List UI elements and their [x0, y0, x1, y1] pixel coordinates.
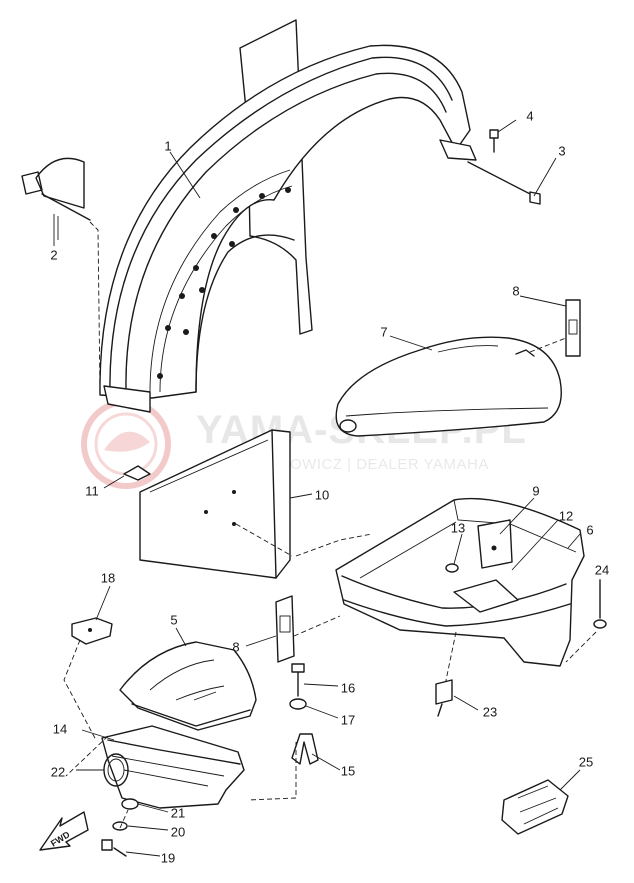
callout-23: 23: [482, 704, 498, 720]
callout-22: 22: [50, 764, 66, 780]
callout-17: 17: [340, 712, 356, 728]
callout-4: 4: [526, 108, 534, 124]
part-4-screw: [489, 119, 517, 153]
part-8-upper-clip: [529, 299, 581, 357]
part-7-side-cover: [335, 336, 562, 437]
callout-14: 14: [52, 721, 68, 737]
callout-13: 13: [450, 520, 466, 536]
part-6-battery-box: [295, 497, 597, 691]
part-1-rear-fender: [99, 19, 477, 413]
callout-25: 25: [578, 754, 594, 770]
callout-8-upper: 8: [512, 283, 520, 299]
part-14-air-box: [65, 725, 245, 809]
part-17-washer: [289, 698, 307, 710]
callout-10: 10: [314, 487, 330, 503]
callout-5: 5: [170, 612, 178, 628]
part-21-nut: [121, 798, 139, 810]
callout-7: 7: [380, 324, 388, 340]
part-19-bolt: [101, 809, 129, 857]
callout-15: 15: [340, 763, 356, 779]
callout-3: 3: [558, 143, 566, 159]
callout-21: 21: [170, 805, 186, 821]
callout-18: 18: [100, 570, 116, 586]
callout-12: 12: [558, 508, 574, 524]
part-18-bracket: [63, 617, 113, 741]
callout-8-lower: 8: [232, 639, 240, 655]
part-20-washer: [112, 821, 128, 831]
callout-24: 24: [594, 562, 610, 578]
part-2-reflector-bracket: [21, 157, 101, 393]
part-25-connector: [501, 769, 581, 835]
part-10-panel: [139, 429, 293, 579]
part-5-air-filter-cover: [119, 641, 257, 731]
part-23-grommet: [435, 679, 453, 717]
callout-20: 20: [170, 824, 186, 840]
forward-direction-arrow: [39, 811, 89, 851]
callout-9: 9: [532, 483, 540, 499]
callout-1: 1: [164, 138, 172, 154]
part-15-bracket: [247, 733, 319, 801]
callout-11: 11: [85, 483, 99, 499]
callout-19: 19: [160, 850, 176, 866]
part-24-nut: [593, 579, 607, 629]
part-8-lower-clip: [275, 595, 341, 663]
part-11-clip: [103, 465, 151, 489]
part-3-bolt: [467, 157, 557, 205]
part-16-bolt: [291, 663, 305, 697]
callout-16: 16: [340, 680, 356, 696]
callout-2: 2: [50, 247, 58, 263]
leader-lines: [53, 151, 581, 857]
callout-6: 6: [586, 522, 594, 538]
